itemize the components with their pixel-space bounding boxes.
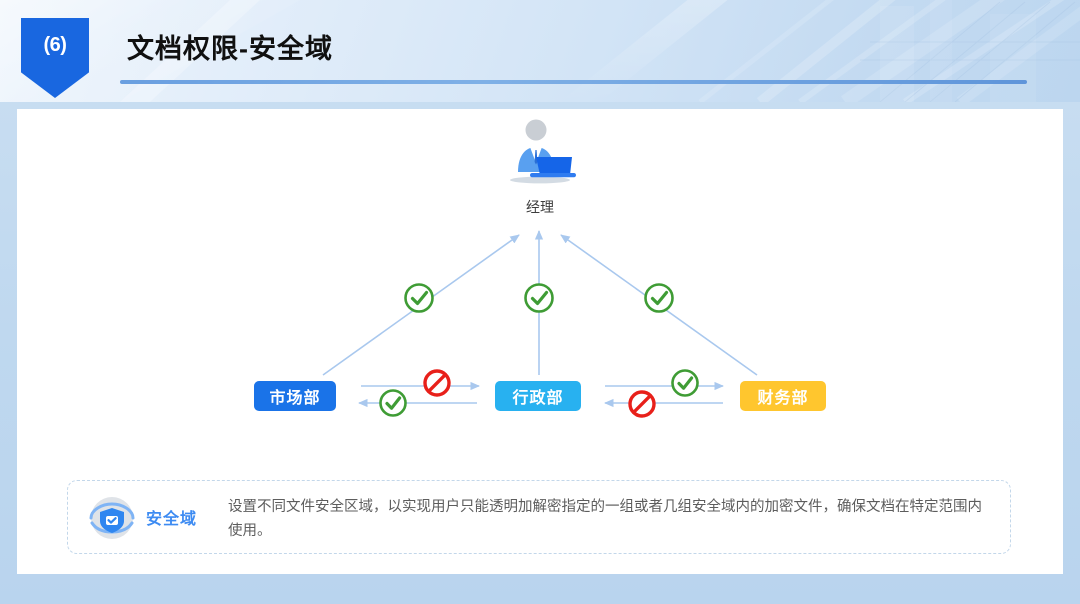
slide-header: 文档权限-安全域 (0, 0, 1080, 102)
dept-label-admin: 行政部 (512, 390, 564, 407)
security-domain-diagram: 经理 市场部 行政部 财务部 (17, 109, 1063, 469)
section-number-label: (6) (43, 34, 67, 56)
prohibited-icon-market-admin (423, 369, 451, 397)
check-circle-icon-market-manager (404, 283, 434, 313)
check-circle-icon-admin-market (379, 389, 407, 417)
check-circle-icon-admin-finance (671, 369, 699, 397)
diagram-connectors (322, 230, 758, 418)
dept-box-finance[interactable]: 财务部 (740, 381, 826, 411)
dept-box-admin[interactable]: 行政部 (495, 381, 581, 411)
dept-box-market[interactable]: 市场部 (254, 381, 336, 411)
security-domain-shield-icon (89, 497, 135, 539)
dept-label-finance: 财务部 (757, 390, 809, 407)
page-title: 文档权限-安全域 (127, 34, 333, 64)
note-body: 设置不同文件安全区域，以实现用户只能透明加解密指定的一组或者几组安全域内的加密文… (228, 499, 982, 539)
prohibited-icon-finance-admin (628, 390, 656, 418)
dept-label-market: 市场部 (269, 390, 321, 407)
check-circle-icon-finance-manager (644, 283, 674, 313)
content-panel: 经理 市场部 行政部 财务部 安全域 设置不同文件安全区域， (17, 109, 1063, 574)
title-underline (120, 80, 1027, 84)
manager-label: 经理 (526, 199, 554, 215)
check-circle-icon-admin-manager (524, 283, 554, 313)
note-title: 安全域 (146, 511, 198, 528)
security-domain-note: 安全域 设置不同文件安全区域，以实现用户只能透明加解密指定的一组或者几组安全域内… (67, 480, 1011, 554)
manager-laptop-icon (510, 119, 576, 184)
